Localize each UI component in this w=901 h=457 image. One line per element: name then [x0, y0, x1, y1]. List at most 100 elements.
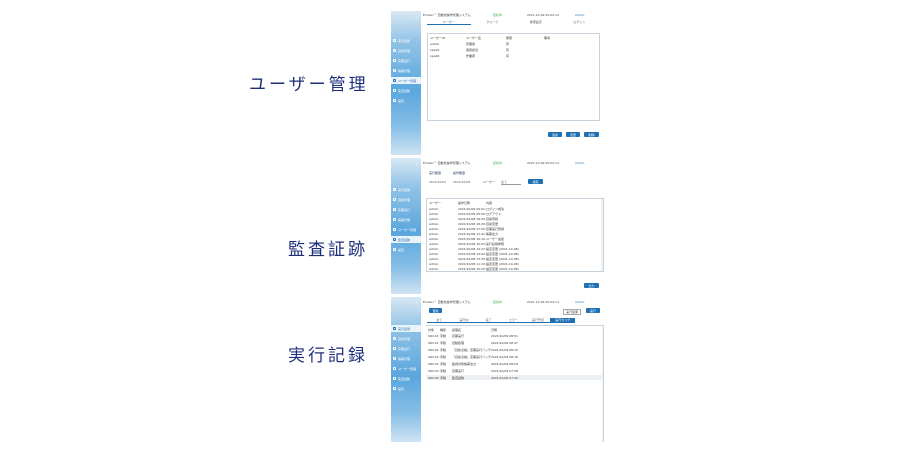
sidebar-item-exec-log[interactable]: 実行記録 [391, 186, 421, 193]
sidebar-item-users[interactable]: ユーザー管理 [391, 365, 421, 372]
collapse-icon[interactable]: « [415, 300, 418, 305]
sidebar-item-reports[interactable]: 帳票管理 [391, 216, 421, 223]
refresh-button[interactable]: 更新 [429, 308, 442, 313]
export-button[interactable]: 出力 [584, 283, 599, 288]
sidebar-item-assets[interactable]: 資産管理 [391, 196, 421, 203]
tab-permissions[interactable]: 権限設定 [529, 20, 542, 24]
sidebar-item-users[interactable]: ユーザー管理 [391, 77, 421, 84]
search-button[interactable]: 検索 [528, 179, 543, 184]
table-cell: 2021/10/08 16:12:30 [458, 236, 486, 241]
sidebar-item-settings[interactable]: 設定 [391, 97, 421, 104]
menu-icon [393, 39, 396, 42]
tab-scheduled[interactable]: 実行予定 [532, 317, 545, 322]
delete-button[interactable]: 削除 [584, 132, 599, 137]
screenshot-execution-log: « 実行記録 資産管理 定期実行 帳票管理 ユーザー管理 監査証跡 設定 Eco… [391, 297, 605, 442]
table-row[interactable]: ope01 運用担当 有 [428, 47, 599, 52]
tab-login[interactable]: ログイン [573, 20, 586, 24]
table-cell: admin [429, 221, 439, 226]
sidebar-item-settings[interactable]: 設定 [391, 385, 421, 392]
run-button[interactable]: 実行 [586, 308, 600, 313]
connection-status: 接続中 [493, 160, 503, 165]
sidebar-item-schedule[interactable]: 定期実行 [391, 206, 421, 213]
sidebar: « 実行記録 資産管理 定期実行 帳票管理 ユーザー管理 監査証跡 設定 [391, 297, 421, 442]
tab-running[interactable]: 実行中 [459, 317, 469, 322]
sidebar-item-label: 定期実行 [398, 58, 411, 63]
user-filter-input[interactable]: 全て [501, 181, 521, 185]
sidebar-item-audit[interactable]: 監査証跡 [391, 236, 421, 243]
result-selector[interactable]: 実行結果 [563, 309, 582, 315]
sidebar-item-audit[interactable]: 監査証跡 [391, 87, 421, 94]
sidebar-item-label: ユーザー管理 [398, 366, 416, 371]
sidebar-item-reports[interactable]: 帳票管理 [391, 355, 421, 362]
column-header: 種別 [440, 327, 447, 332]
scrollbar[interactable] [602, 326, 603, 442]
sidebar-item-exec-log[interactable]: 実行記録 [391, 325, 421, 332]
tab-users[interactable]: ユーザー [427, 20, 471, 25]
sidebar-item-schedule[interactable]: 定期実行 [391, 57, 421, 64]
user-menu[interactable]: admin [575, 160, 585, 165]
table-cell: 「資産点検」定期実行バッチ [452, 354, 491, 359]
sidebar-item-exec-log[interactable]: 実行記録 [391, 37, 421, 44]
tab-groups[interactable]: グループ [486, 20, 499, 24]
sidebar-item-label: 実行記録 [398, 38, 411, 43]
table-cell: 定期実行登録 [486, 226, 505, 231]
user-menu[interactable]: admin [575, 12, 585, 17]
table-row[interactable]: admin 管理者 有 [428, 41, 599, 46]
sidebar-item-schedule[interactable]: 定期実行 [391, 345, 421, 352]
sidebar-item-label: 監査証跡 [398, 237, 411, 242]
table-cell: SRV-02 [428, 347, 439, 352]
app-title: EcoSec™ 自動化操作管理システム [423, 160, 471, 165]
sidebar-item-users[interactable]: ユーザー管理 [391, 226, 421, 233]
sidebar-item-audit[interactable]: 監査証跡 [391, 375, 421, 382]
table-row[interactable]: ope02 作業者 有 [428, 53, 599, 58]
table-cell: 2021/10/09 08:16 [491, 354, 518, 359]
user-menu[interactable]: admin [575, 299, 585, 304]
sidebar-item-label: 実行記録 [398, 187, 411, 192]
tab-error[interactable]: エラー [508, 317, 518, 322]
connection-status: 接続中 [493, 12, 503, 17]
status-tab-bar: 全て 実行中 完了 エラー 実行予定 実行タスク [427, 317, 576, 323]
tab-exec-history[interactable]: 実行履歴 [429, 171, 442, 175]
sidebar-item-reports[interactable]: 帳票管理 [391, 67, 421, 74]
tab-bar: ユーザー グループ 権限設定 ログイン [427, 19, 601, 25]
tab-done[interactable]: 完了 [485, 317, 492, 322]
tab-operation-history[interactable]: 操作履歴 [453, 171, 466, 175]
date-to[interactable]: 2021/10/09 [453, 180, 471, 184]
sidebar-item-settings[interactable]: 設定 [391, 246, 421, 253]
column-header: ユーザー [429, 200, 441, 205]
collapse-icon[interactable]: « [415, 161, 418, 166]
add-button[interactable]: 追加 [548, 132, 562, 137]
tab-all[interactable]: 全て [436, 317, 443, 322]
table-cell: 設定変更 (2021-10-08) [486, 246, 519, 251]
scrollbar[interactable] [601, 199, 603, 271]
edit-button[interactable]: 変更 [566, 132, 580, 137]
sidebar-item-assets[interactable]: 資産管理 [391, 47, 421, 54]
tab-exec-task[interactable]: 実行タスク [550, 317, 576, 322]
table-header: ユーザー 操作日時 内容 [427, 200, 603, 205]
collapse-icon[interactable]: « [415, 14, 418, 19]
table-cell: 設定変更 (2021-10-08) [486, 261, 519, 266]
table-cell: 実行記録参照 [486, 241, 505, 246]
sidebar-item-assets[interactable]: 資産管理 [391, 335, 421, 342]
date-from[interactable]: 2021/10/01 [429, 180, 447, 184]
